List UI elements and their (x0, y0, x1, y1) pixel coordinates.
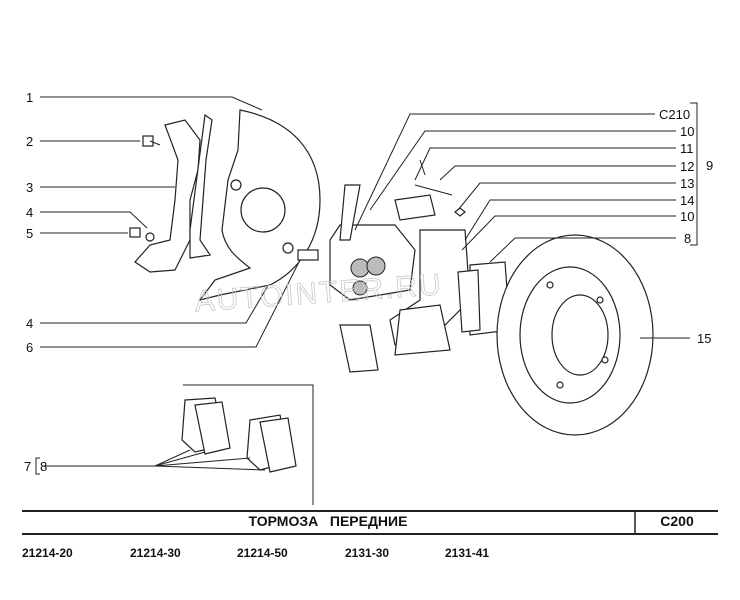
page-title: ТОРМОЗА ПЕРЕДНИЕ (248, 513, 408, 529)
pad-inset: 7 8 (24, 384, 314, 505)
callout-12: 12 (680, 159, 694, 174)
callout-14: 14 (680, 193, 694, 208)
callout-8: 8 (684, 231, 691, 246)
callout-15: 15 (697, 331, 711, 346)
callout-10: 10 (680, 124, 694, 139)
callout-6: 6 (26, 340, 33, 355)
model-code: 2131-30 (345, 546, 390, 560)
callout-13: 13 (680, 176, 694, 191)
callout-11: 11 (680, 141, 694, 156)
section-code: C200 (660, 513, 694, 529)
callout-10b: 10 (680, 209, 694, 224)
right-leaders (354, 102, 698, 339)
caliper-assembly (329, 159, 511, 373)
callout-4b: 4 (26, 316, 33, 331)
callout-7: 7 (24, 459, 31, 474)
brake-disc (496, 234, 654, 436)
callout-5: 5 (26, 226, 33, 241)
model-code: 21214-30 (130, 546, 181, 560)
brake-shield-parts (129, 109, 321, 301)
callout-2: 2 (26, 134, 33, 149)
callout-9: 9 (706, 158, 713, 173)
callout-4: 4 (26, 205, 33, 220)
callout-8-inset: 8 (40, 459, 47, 474)
callout-1: 1 (26, 90, 33, 105)
model-code: 21214-20 (22, 546, 73, 560)
footer-frame (22, 510, 718, 535)
model-code: 2131-41 (445, 546, 490, 560)
model-code: 21214-50 (237, 546, 288, 560)
callout-3: 3 (26, 180, 33, 195)
callout-c210: C210 (659, 107, 690, 122)
